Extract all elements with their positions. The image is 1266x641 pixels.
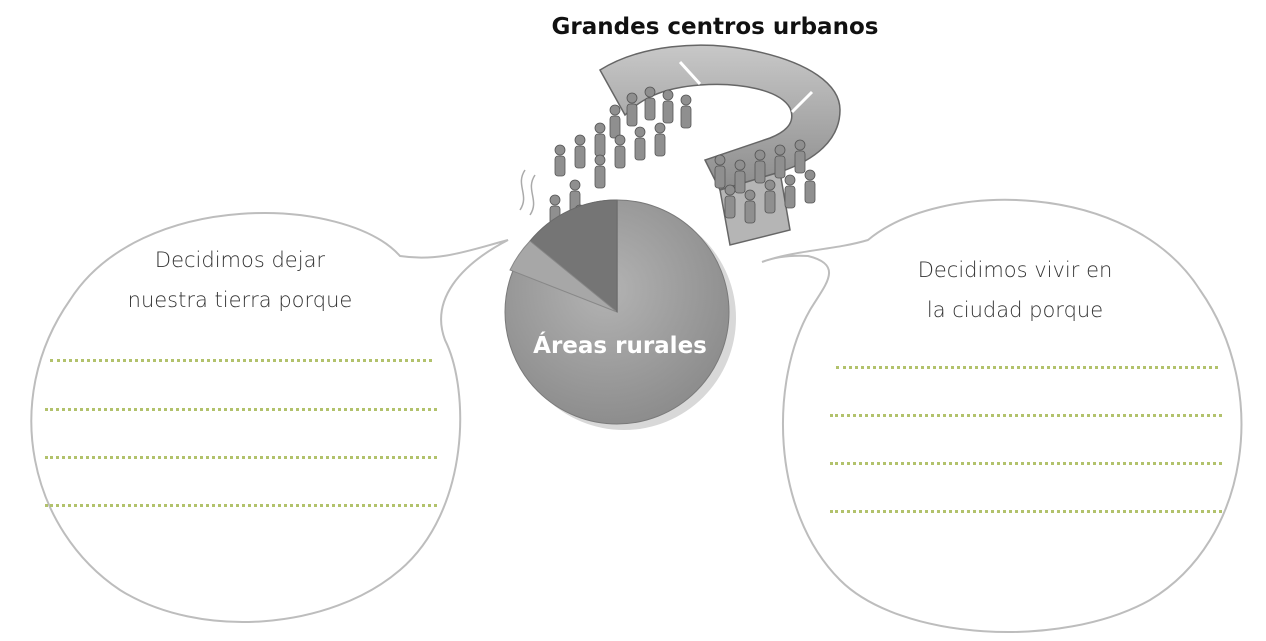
- pie-label: Áreas rurales: [533, 333, 707, 359]
- left-bubble-prompt: Decidimos dejar nuestra tierra porque: [95, 240, 385, 320]
- left-speech-bubble: [30, 212, 509, 623]
- right-bubble-line-1: Decidimos vivir en: [917, 258, 1113, 282]
- right-answer-line[interactable]: [836, 366, 1218, 369]
- rural-areas-pie: [504, 199, 736, 430]
- left-bubble-line-1: Decidimos dejar: [154, 248, 326, 272]
- right-bubble-prompt: Decidimos vivir en la ciudad porque: [865, 250, 1165, 330]
- diagram-title: Grandes centros urbanos: [551, 14, 879, 40]
- right-answer-line[interactable]: [830, 510, 1222, 513]
- pie-slice-dark: [529, 199, 618, 314]
- right-answer-line[interactable]: [830, 462, 1222, 465]
- right-answer-line[interactable]: [830, 414, 1222, 417]
- crowd-illustration: [519, 86, 816, 237]
- left-answer-line[interactable]: [45, 408, 437, 411]
- pie-slice-light: [509, 240, 618, 313]
- left-answer-line[interactable]: [45, 456, 437, 459]
- person-figure: [549, 86, 816, 237]
- left-answer-line[interactable]: [50, 359, 432, 362]
- left-bubble-line-2: nuestra tierra porque: [127, 288, 353, 312]
- left-answer-line[interactable]: [45, 504, 437, 507]
- right-bubble-line-2: la ciudad porque: [926, 298, 1104, 322]
